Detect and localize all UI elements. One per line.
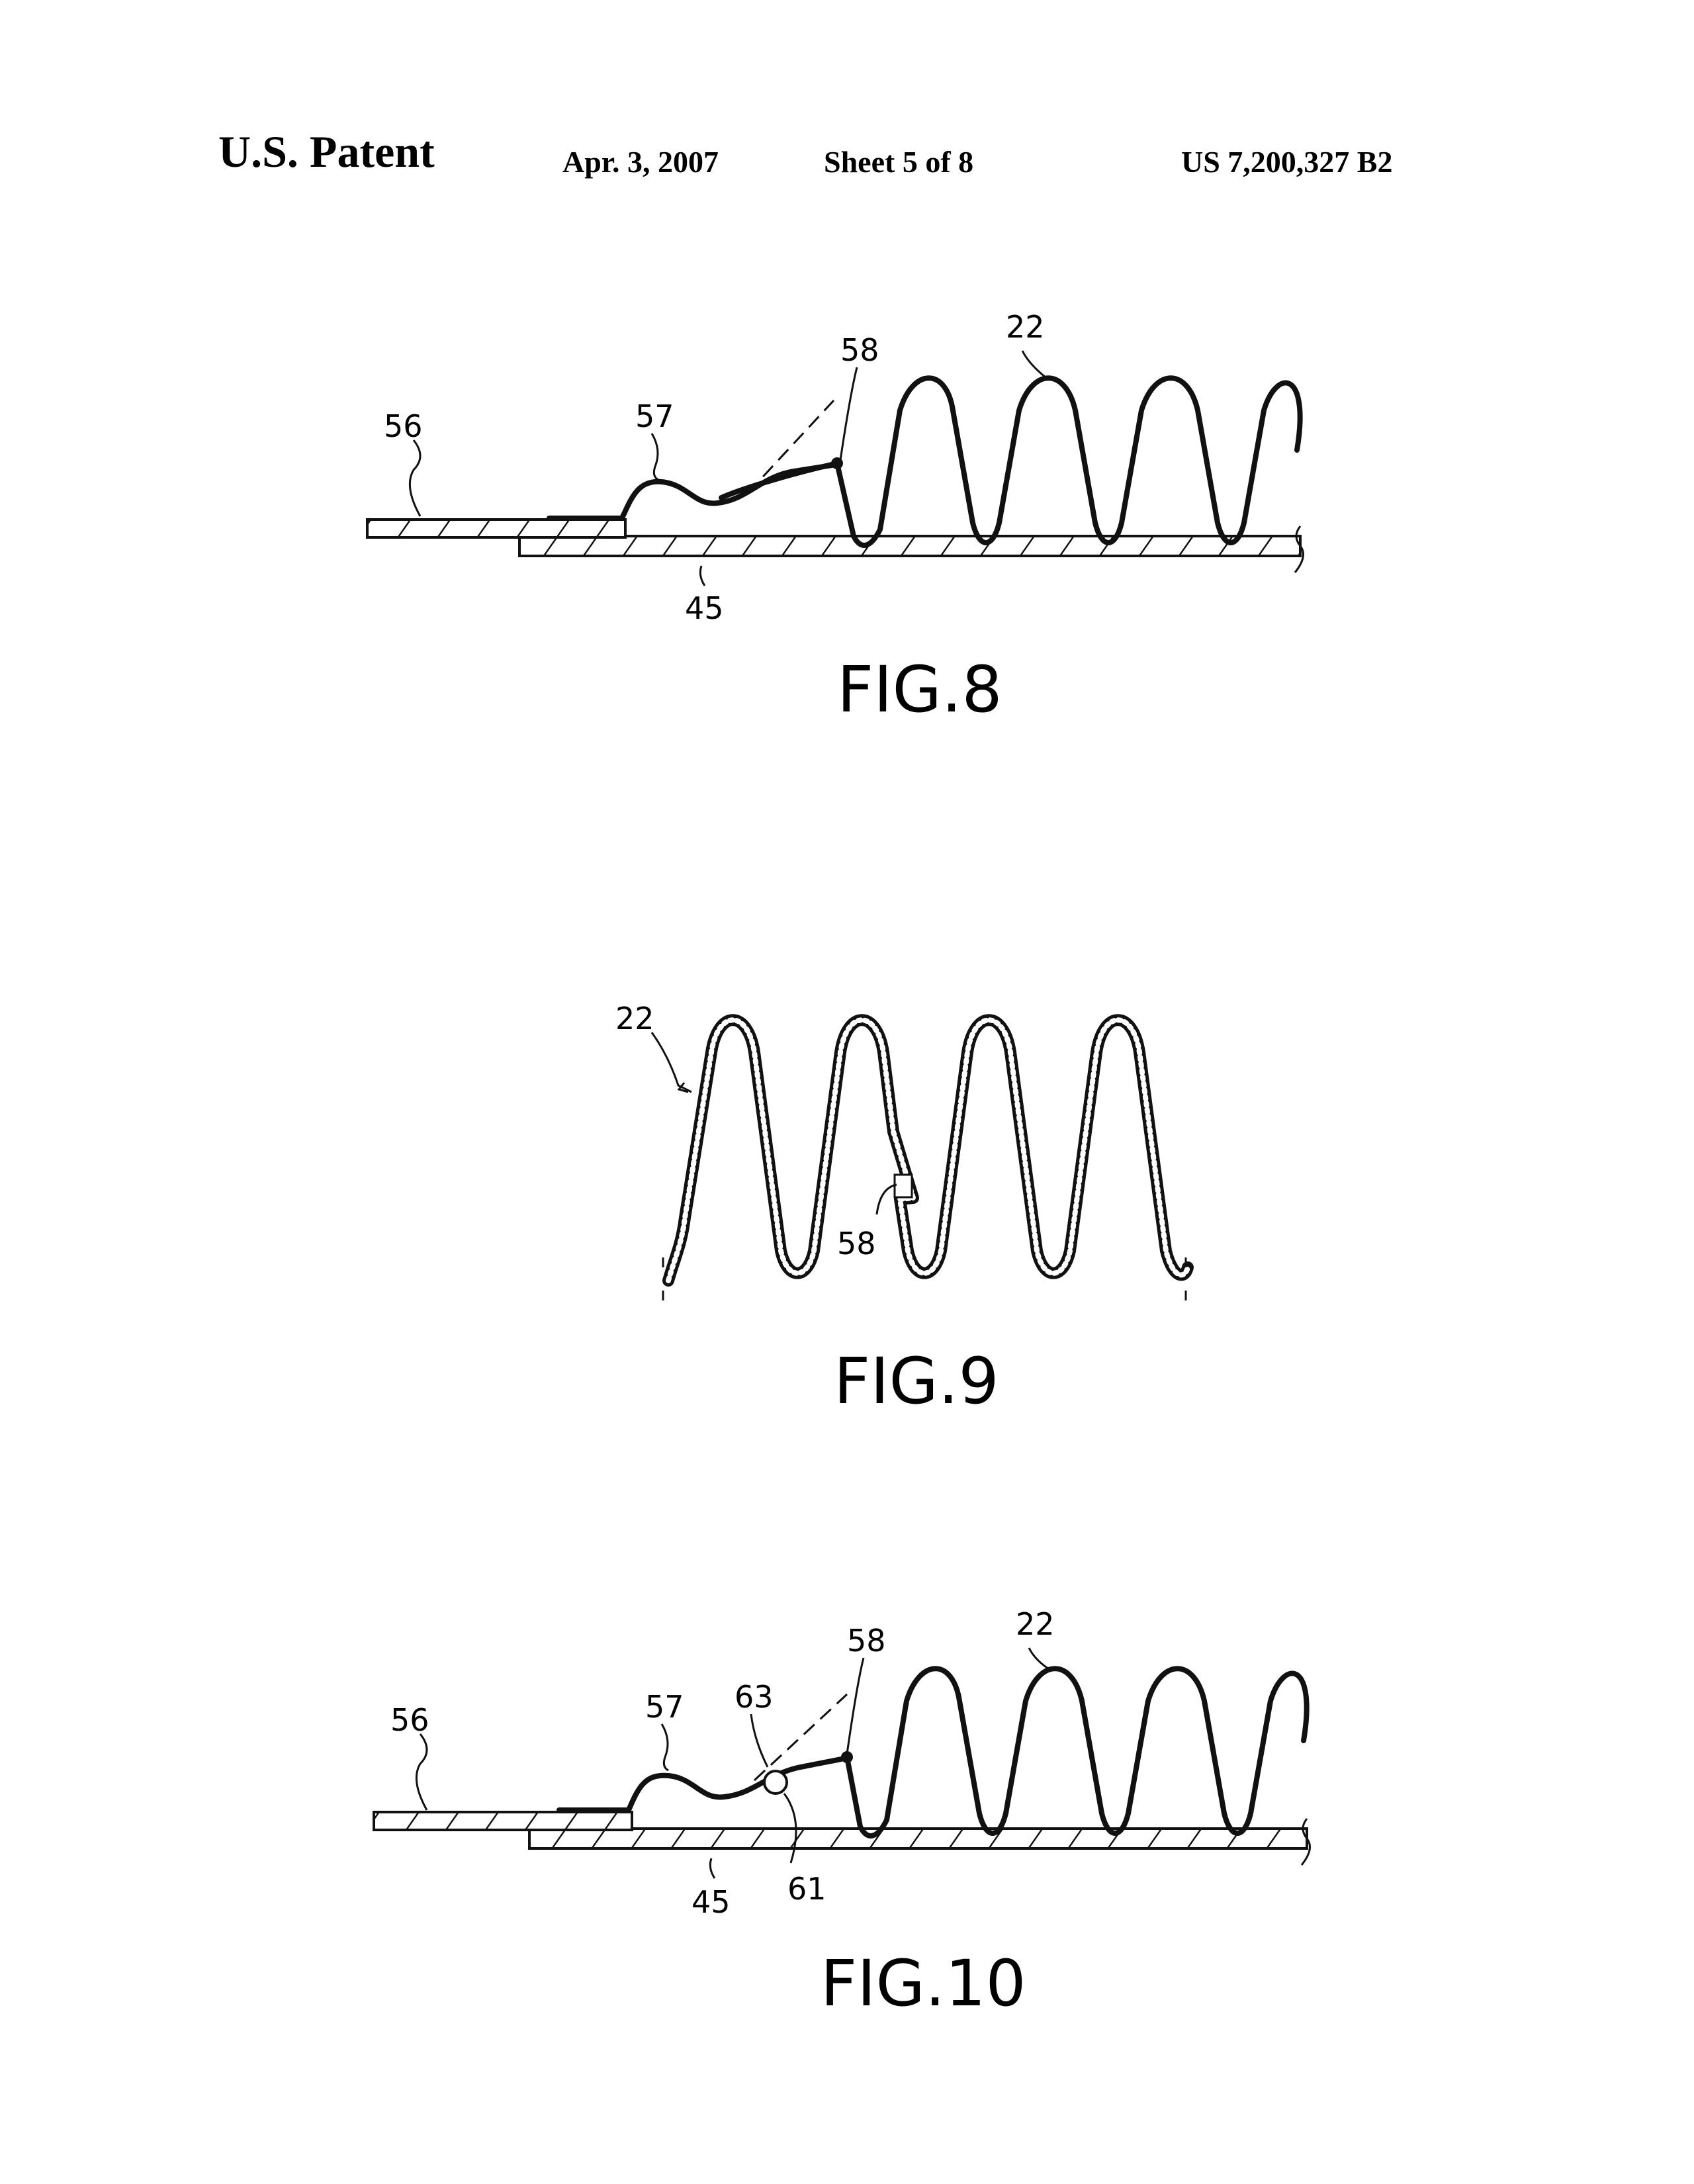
label-22: 22 (615, 1001, 654, 1036)
weld-block-58 (895, 1175, 912, 1197)
dashed-line (748, 400, 834, 493)
figure-9: 22 58 FIG.9 (615, 1001, 1188, 1418)
label-56: 56 (390, 1702, 429, 1738)
leader-56 (410, 440, 420, 516)
label-45: 45 (691, 1884, 731, 1920)
leader-45 (700, 566, 705, 586)
figure-10: 56 57 63 58 22 61 45 FIG.10 (374, 1606, 1310, 2021)
leader-57 (652, 433, 658, 480)
leader-58 (840, 367, 857, 460)
corrugated-wave-22 (837, 378, 1300, 545)
figure-caption-9: FIG.9 (834, 1344, 999, 1418)
strip-hatch (374, 1812, 632, 1830)
corrugated-wave-22 (847, 1668, 1307, 1836)
label-63: 63 (735, 1679, 774, 1715)
figure-caption-10: FIG.10 (821, 1946, 1026, 2021)
figure-caption-8: FIG.8 (837, 653, 1003, 727)
label-61: 61 (787, 1871, 826, 1907)
clip-arm (721, 463, 837, 498)
leader-22 (1022, 351, 1046, 377)
leader-63 (751, 1714, 768, 1767)
figure-8: 56 57 58 22 45 FIG.8 (367, 309, 1304, 727)
base-plate-hatch (519, 536, 1300, 556)
label-58: 58 (847, 1623, 886, 1659)
leader-45 (710, 1858, 715, 1878)
clip-57 (559, 1757, 848, 1810)
leader-58 (847, 1658, 864, 1754)
leader-22 (652, 1032, 691, 1092)
leader-56 (416, 1734, 427, 1810)
corrugated-wave-22 (668, 1020, 1188, 1281)
label-57: 57 (635, 398, 674, 434)
label-56: 56 (384, 408, 423, 444)
label-22: 22 (1016, 1606, 1055, 1642)
base-plate-hatch (529, 1829, 1307, 1848)
label-58: 58 (837, 1226, 876, 1261)
label-22: 22 (1006, 309, 1045, 345)
ball-61 (764, 1771, 787, 1794)
label-57: 57 (645, 1689, 684, 1725)
leader-57 (662, 1724, 668, 1770)
label-45: 45 (685, 590, 724, 626)
strip-hatch (367, 520, 625, 537)
wave-outer-stroke (668, 1020, 1188, 1281)
label-58: 58 (840, 332, 879, 368)
